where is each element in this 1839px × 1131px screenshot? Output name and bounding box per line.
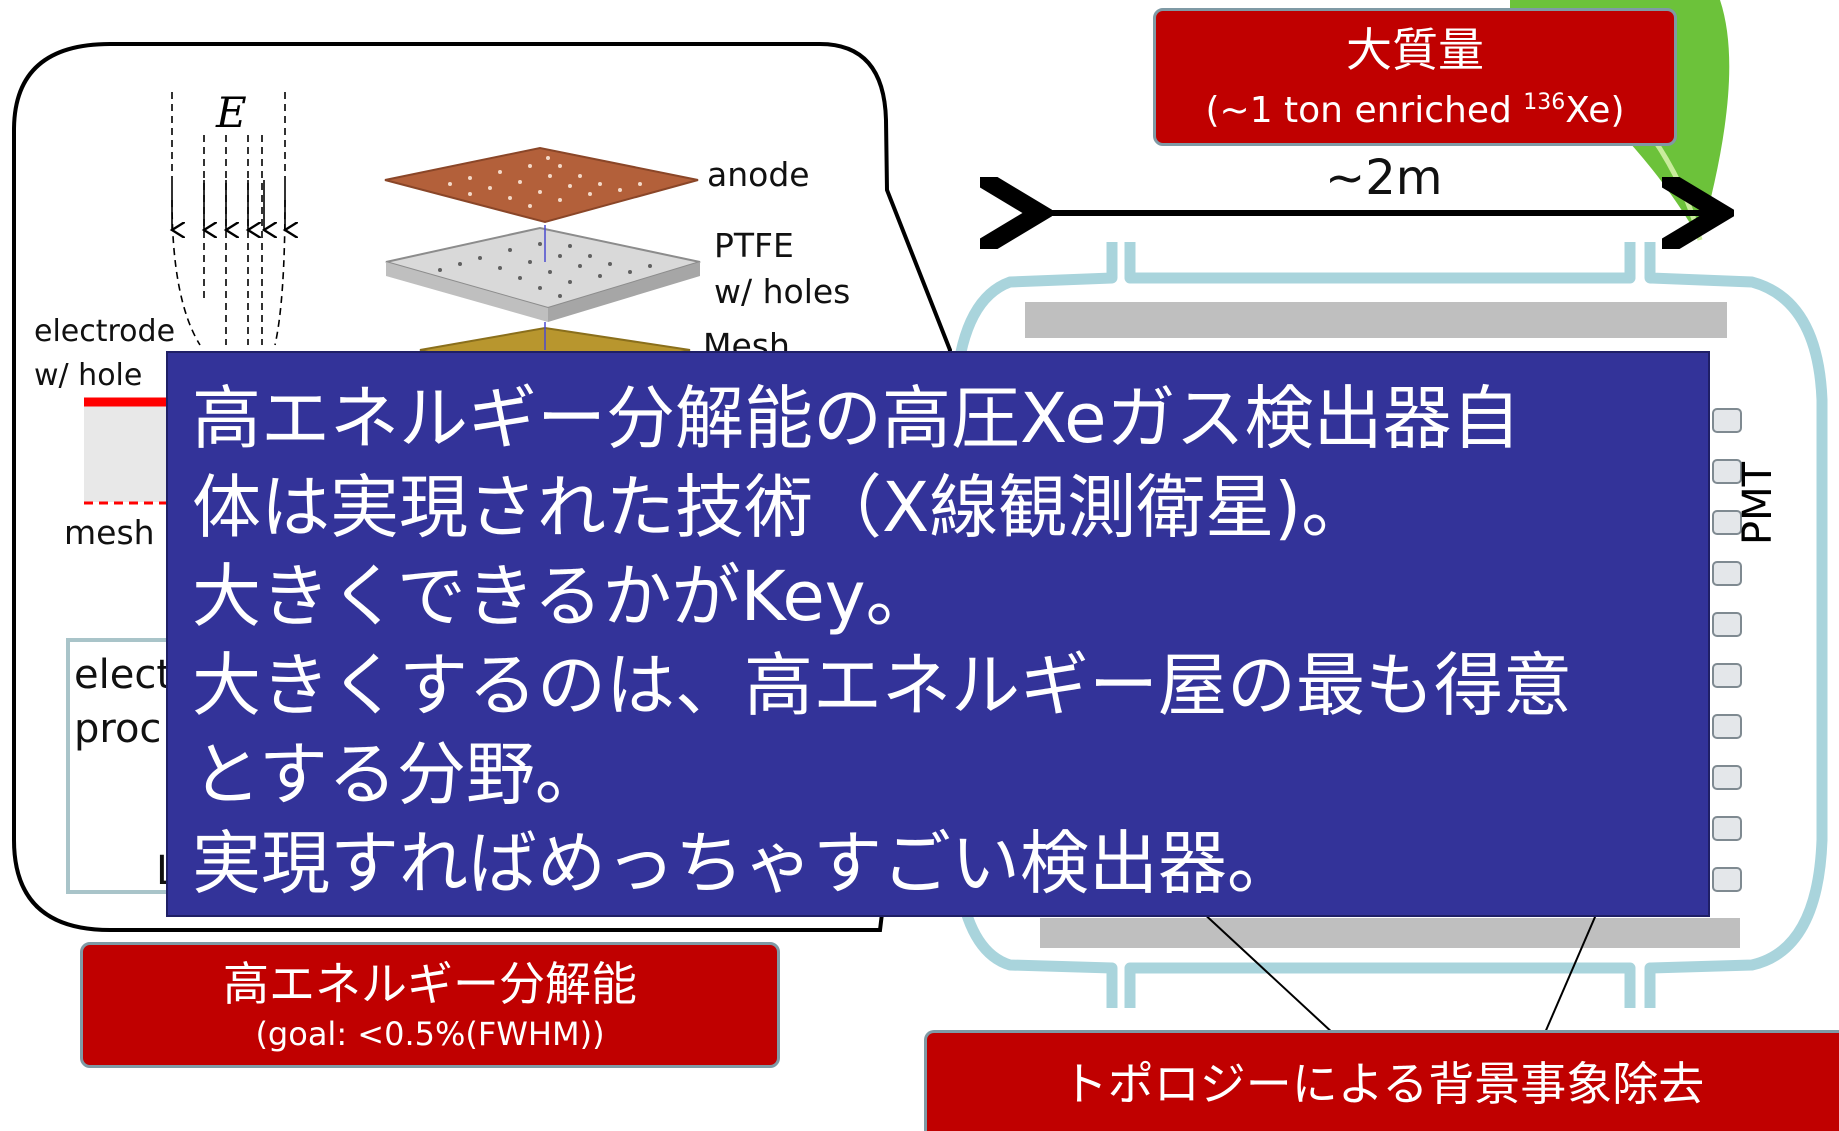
- process-text-line2: proc: [74, 706, 162, 752]
- pointer-line-1: [1199, 909, 1336, 1036]
- anode-label: anode: [707, 155, 810, 194]
- overlay-line-3: 大きくできるかがKey。: [192, 557, 935, 637]
- pmt-label: PMT: [1735, 461, 1781, 545]
- mesh-left-label: mesh: [64, 513, 155, 552]
- pmt-tile: [1712, 816, 1742, 841]
- mass-sub-suffix: Xe): [1565, 90, 1625, 131]
- pointer-line-2: [1543, 909, 1599, 1036]
- overlay-line-6: 実現すればめっちゃすごい検出器。: [192, 824, 1296, 904]
- anode-holes: [448, 156, 642, 208]
- pmt-tile: [1712, 612, 1742, 637]
- overlay-line-1: 高エネルギー分解能の高圧Xeガス検出器自: [192, 379, 1521, 459]
- anode-plate: [384, 146, 699, 224]
- top-plate: [1025, 302, 1727, 338]
- electric-field-label: E: [216, 88, 247, 137]
- ptfe-label-line1: PTFE: [714, 226, 794, 265]
- resolution-callout: 高エネルギー分解能 (goal: <0.5%(FWHM)): [80, 942, 780, 1068]
- pmt-tile: [1712, 663, 1742, 688]
- overlay-line-5: とする分野。: [192, 735, 604, 815]
- pmt-tile: [1712, 510, 1742, 535]
- dimension-label: ~2m: [1325, 150, 1443, 206]
- electrode-label-line1: electrode: [34, 314, 176, 349]
- mass-callout-sub: (~1 ton enriched 136Xe): [1156, 79, 1674, 135]
- pmt-tile: [1712, 408, 1742, 433]
- overlay-line-4: 大きくするのは、高エネルギー屋の最も得意: [192, 646, 1572, 726]
- mass-callout-title: 大質量: [1346, 23, 1484, 77]
- resolution-callout-sub: (goal: <0.5%(FWHM)): [255, 1015, 605, 1053]
- pmt-tile: [1712, 459, 1742, 484]
- pmt-tile: [1712, 765, 1742, 790]
- process-text-line1: elect: [74, 652, 173, 698]
- summary-overlay: 高エネルギー分解能の高圧Xeガス検出器自 体は実現された技術（X線観測衛星)。 …: [166, 351, 1710, 917]
- field-arrows: [172, 180, 285, 230]
- pmt-tile: [1712, 561, 1742, 586]
- ptfe-plate: [385, 226, 701, 310]
- bottom-plate: [1040, 918, 1740, 948]
- ptfe-label-line2: w/ holes: [714, 272, 851, 311]
- electrode-label-line2: w/ hole: [34, 358, 143, 393]
- pmt-tile: [1712, 867, 1742, 892]
- mass-callout: 大質量 (~1 ton enriched 136Xe): [1153, 8, 1677, 146]
- detail-frame: [12, 42, 953, 932]
- topology-callout-title: トポロジーによる背景事象除去: [1061, 1057, 1705, 1111]
- mass-sub-sup: 136: [1523, 90, 1566, 115]
- topology-callout: トポロジーによる背景事象除去: [924, 1030, 1839, 1131]
- field-lines: [171, 92, 286, 346]
- overlay-line-2: 体は実現された技術（X線観測衛星)。: [192, 468, 1371, 548]
- pmt-tile: [1712, 714, 1742, 739]
- mass-sub-prefix: (~1 ton enriched: [1205, 90, 1524, 131]
- resolution-callout-title: 高エネルギー分解能: [223, 957, 637, 1011]
- ptfe-holes: [438, 242, 652, 298]
